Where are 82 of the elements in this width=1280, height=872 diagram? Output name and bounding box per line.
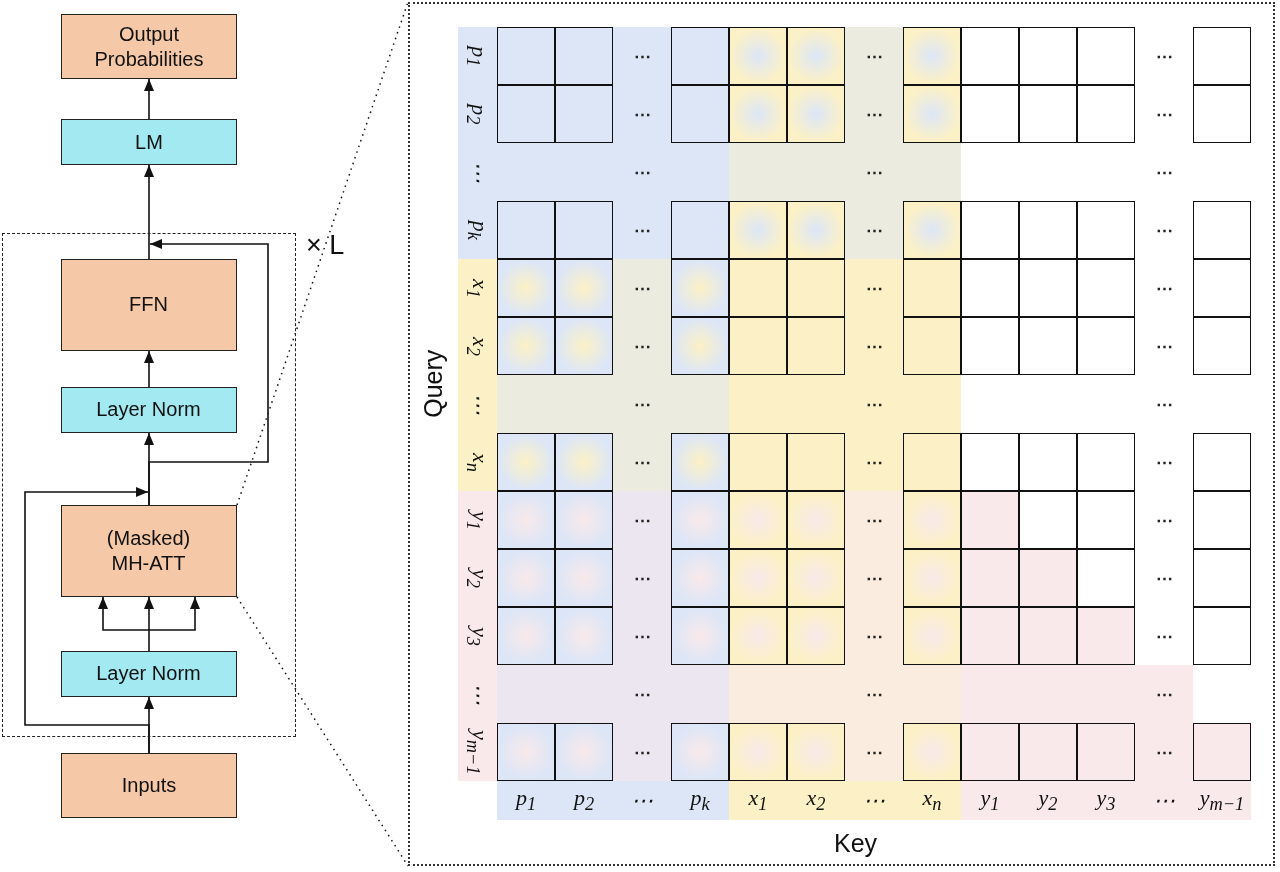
arrow <box>98 596 200 652</box>
ellipsis: ⋯ <box>633 627 651 645</box>
ellipsis: ⋯ <box>865 511 883 529</box>
token-label: p$_{k}$ <box>690 787 710 814</box>
ellipsis: ⋯ <box>865 743 883 761</box>
ellipsis: ⋯ <box>1155 685 1173 703</box>
ellipsis: ⋯ <box>865 279 883 297</box>
process-box <box>60 258 237 351</box>
axis-title: Key <box>834 830 878 858</box>
token-label: y$_{m−1}$ <box>1199 787 1245 814</box>
ellipsis: ⋯ <box>865 453 883 471</box>
arrow <box>144 350 154 388</box>
ellipsis: ⋯ <box>633 395 651 413</box>
ellipsis: ⋯ <box>633 221 651 239</box>
process-box <box>61 14 237 79</box>
arrow <box>148 239 269 506</box>
process-box <box>60 386 237 433</box>
token-label: ⋯ <box>631 789 653 812</box>
ellipsis: ⋯ <box>865 337 883 355</box>
box-label: LM <box>135 129 163 155</box>
token-label: ⋯ <box>863 789 885 812</box>
token-label: ⋯ <box>466 683 489 705</box>
arrow <box>24 487 150 754</box>
ellipsis: ⋯ <box>865 47 883 65</box>
box-label: FFN <box>129 292 168 317</box>
process-box <box>61 119 237 165</box>
ellipsis: ⋯ <box>1155 337 1173 355</box>
box-label: Layer Norm <box>96 661 201 686</box>
token-label: ⋯ <box>466 393 489 415</box>
ellipsis: ⋯ <box>633 337 651 355</box>
ellipsis: ⋯ <box>865 163 883 181</box>
token-label: y$_{3}$ <box>1096 787 1116 814</box>
token-label: p$_{1}$ <box>515 787 537 814</box>
zoom-line <box>236 596 409 867</box>
ellipsis: ⋯ <box>865 105 883 123</box>
ellipsis: ⋯ <box>633 453 651 471</box>
ellipsis: ⋯ <box>865 685 883 703</box>
token-label: ⋯ <box>1153 789 1175 812</box>
token-label: x$_{1}$ <box>748 787 768 814</box>
ellipsis: ⋯ <box>1155 163 1173 181</box>
repeat-label: × L <box>306 230 345 261</box>
token-label: x$_{n}$ <box>922 787 942 814</box>
ellipsis: ⋯ <box>633 685 651 703</box>
ellipsis: ⋯ <box>633 743 651 761</box>
arrow <box>144 78 154 120</box>
token-label: p$_{2}$ <box>573 787 595 814</box>
token-label: x$_{2}$ <box>806 787 826 814</box>
box-label: Inputs <box>121 773 177 798</box>
ellipsis: ⋯ <box>865 395 883 413</box>
token-label: ⋯ <box>466 161 489 183</box>
attention-matrix-panel <box>408 2 1275 866</box>
ellipsis: ⋯ <box>1155 627 1173 645</box>
ellipsis: ⋯ <box>1155 743 1173 761</box>
process-box <box>60 650 237 697</box>
ellipsis: ⋯ <box>1155 47 1173 65</box>
ellipsis: ⋯ <box>865 221 883 239</box>
ellipsis: ⋯ <box>633 511 651 529</box>
token-label: y$_{1}$ <box>980 787 1000 814</box>
ellipsis: ⋯ <box>1155 395 1173 413</box>
box-label: Layer Norm <box>96 397 201 422</box>
box-label: Output Probabilities <box>93 21 205 72</box>
ellipsis: ⋯ <box>865 627 883 645</box>
box-label: (Masked) MH-ATT <box>105 525 192 576</box>
ellipsis: ⋯ <box>633 105 651 123</box>
process-box <box>60 504 237 597</box>
ellipsis: ⋯ <box>633 569 651 587</box>
ellipsis: ⋯ <box>1155 453 1173 471</box>
ellipsis: ⋯ <box>633 163 651 181</box>
repeat-block <box>2 233 296 737</box>
ellipsis: ⋯ <box>1155 105 1173 123</box>
zoom-line <box>236 1 409 506</box>
ellipsis: ⋯ <box>633 279 651 297</box>
axis-title: Query <box>420 349 448 418</box>
ellipsis: ⋯ <box>633 47 651 65</box>
process-box <box>61 753 237 818</box>
ellipsis: ⋯ <box>865 569 883 587</box>
ellipsis: ⋯ <box>1155 221 1173 239</box>
arrow <box>144 164 154 260</box>
ellipsis: ⋯ <box>1155 279 1173 297</box>
token-label: y$_{2}$ <box>1038 787 1058 814</box>
ellipsis: ⋯ <box>1155 569 1173 587</box>
ellipsis: ⋯ <box>1155 511 1173 529</box>
